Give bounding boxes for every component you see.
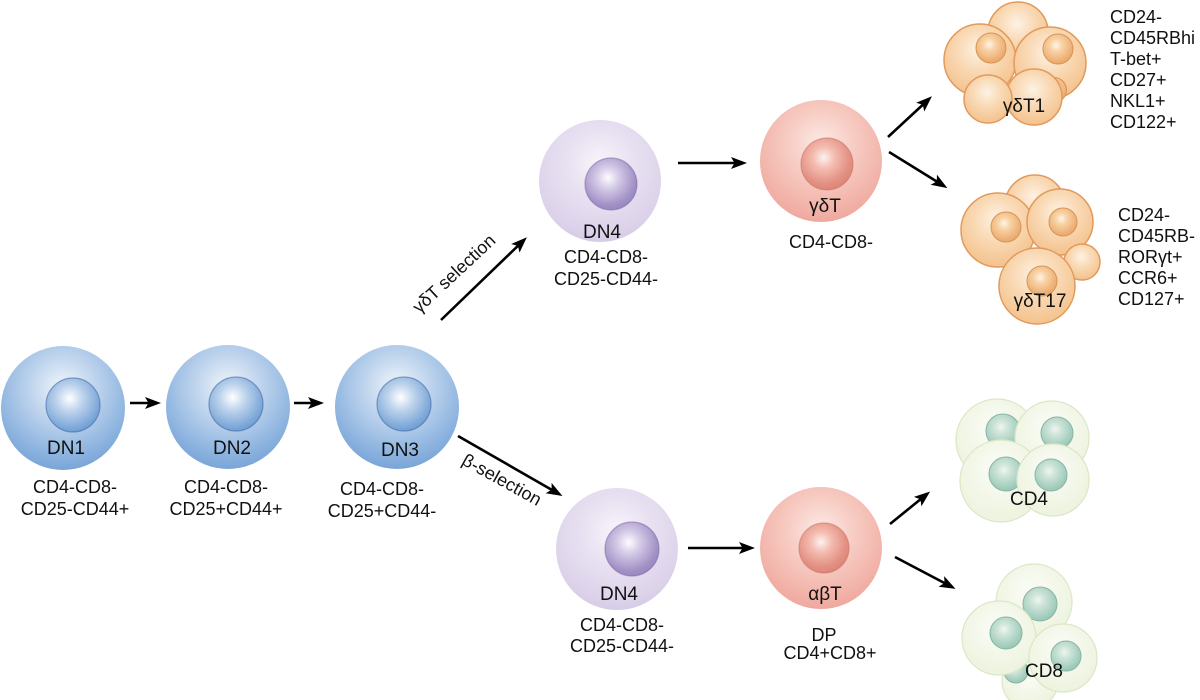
abt-cell-nucleus <box>798 522 850 574</box>
gdt1-cell-bottom-left <box>963 74 1013 124</box>
cd4-label: CD4 <box>1010 489 1048 510</box>
gdt-selection-label: γδT selection <box>408 230 499 317</box>
cell-abt: αβT <box>760 487 882 609</box>
gdt-label: γδT <box>809 196 841 217</box>
gdt1-marker-line-3: T-bet+ <box>1110 49 1162 69</box>
gdt1-marker-line-1: CD24- <box>1110 7 1162 27</box>
dn4-gdt-marker-line-2: CD25-CD44- <box>554 269 658 289</box>
gdt1-marker-line-5: NKL1+ <box>1110 91 1166 111</box>
dn4-gdt-label: DN4 <box>583 222 621 243</box>
gdt1-marker-list: CD24- CD45RBhi T-bet+ CD27+ NKL1+ CD122+ <box>1110 7 1195 132</box>
cell-dn3: DN3 <box>335 345 459 469</box>
abt-marker-line-1: DP <box>811 625 836 645</box>
arrow-abt-cd8 <box>894 555 956 589</box>
gdt1-label: γδT1 <box>1003 96 1045 117</box>
dn1-cell-nucleus <box>45 377 101 433</box>
dn4-gdt-marker-line-1: CD4-CD8- <box>564 247 648 267</box>
cluster-cd8: CD8 <box>961 563 1098 700</box>
gdt17-nucleus-right <box>1048 207 1078 237</box>
arrow-gdt-selection <box>440 237 527 321</box>
gdt-marker-line-1: CD4-CD8- <box>789 232 873 252</box>
gdt17-label: γδT17 <box>1014 291 1067 312</box>
dn4-abt-marker-line-2: CD25-CD44- <box>570 636 674 656</box>
abt-label: αβT <box>808 584 842 605</box>
dn1-marker-line-1: CD4-CD8- <box>33 477 117 497</box>
gdt1-nucleus-left <box>975 32 1007 64</box>
dn3-label: DN3 <box>381 440 419 461</box>
dn4-abt-cell-nucleus <box>604 521 660 577</box>
gdt17-nucleus-left <box>990 211 1022 243</box>
gdt1-nucleus-right <box>1042 33 1074 65</box>
cd4-nucleus-bottom-right <box>1034 458 1068 492</box>
dn2-marker-line-1: CD4-CD8- <box>184 477 268 497</box>
cell-gdt: γδT <box>760 100 882 222</box>
cell-dn4-abt: DN4 <box>556 488 678 610</box>
dn2-marker-line-2: CD25+CD44+ <box>169 499 282 519</box>
gdt1-marker-line-2: CD45RBhi <box>1110 28 1195 48</box>
gdt1-marker-line-4: CD27+ <box>1110 70 1167 90</box>
arrow-abt-cd4 <box>889 491 931 526</box>
arrow-beta-selection <box>457 434 563 496</box>
arrow-gdt-gdt1 <box>887 96 932 138</box>
dn4-abt-marker-line-1: CD4-CD8- <box>580 615 664 635</box>
cell-dn1: DN1 <box>1 346 125 470</box>
cell-dn4-gdt: DN4 <box>539 120 661 243</box>
dn2-label: DN2 <box>213 438 251 459</box>
gdt17-marker-list: CD24- CD45RB- RORγt+ CCR6+ CD127+ <box>1118 205 1195 309</box>
abt-marker-line-2: CD4+CD8+ <box>783 643 876 663</box>
arrow-gdt-gdt17 <box>888 150 948 189</box>
gdt17-marker-line-4: CCR6+ <box>1118 268 1178 288</box>
cd8-nucleus-left <box>989 616 1023 650</box>
dn2-cell-nucleus <box>208 376 264 432</box>
dn3-marker-line-2: CD25+CD44- <box>328 501 437 521</box>
dn3-cell-nucleus <box>376 376 432 432</box>
dn4-gdt-cell-nucleus <box>584 157 638 211</box>
gdt17-nucleus-bottom <box>1026 265 1058 297</box>
gdt17-marker-line-1: CD24- <box>1118 205 1170 225</box>
cluster-gdt17: γδT17 <box>960 174 1101 325</box>
dn1-marker-line-2: CD25-CD44+ <box>21 499 130 519</box>
gdt17-marker-line-3: RORγt+ <box>1118 247 1183 267</box>
cell-dn2: DN2 <box>166 345 290 469</box>
cd8-nucleus-bottom-right <box>1050 640 1082 672</box>
dn3-marker-line-1: CD4-CD8- <box>340 479 424 499</box>
cluster-gdt1: γδT1 <box>943 1 1087 126</box>
gdt17-marker-line-5: CD127+ <box>1118 289 1185 309</box>
cd8-nucleus-top <box>1022 586 1058 622</box>
cluster-cd4: CD4 <box>955 398 1090 523</box>
gdt1-marker-line-6: CD122+ <box>1110 112 1177 132</box>
gdt17-marker-line-2: CD45RB- <box>1118 226 1195 246</box>
dn4-abt-label: DN4 <box>600 584 638 605</box>
gdt-cell-nucleus <box>800 137 854 191</box>
cd8-label: CD8 <box>1025 661 1063 682</box>
dn1-label: DN1 <box>47 438 85 459</box>
